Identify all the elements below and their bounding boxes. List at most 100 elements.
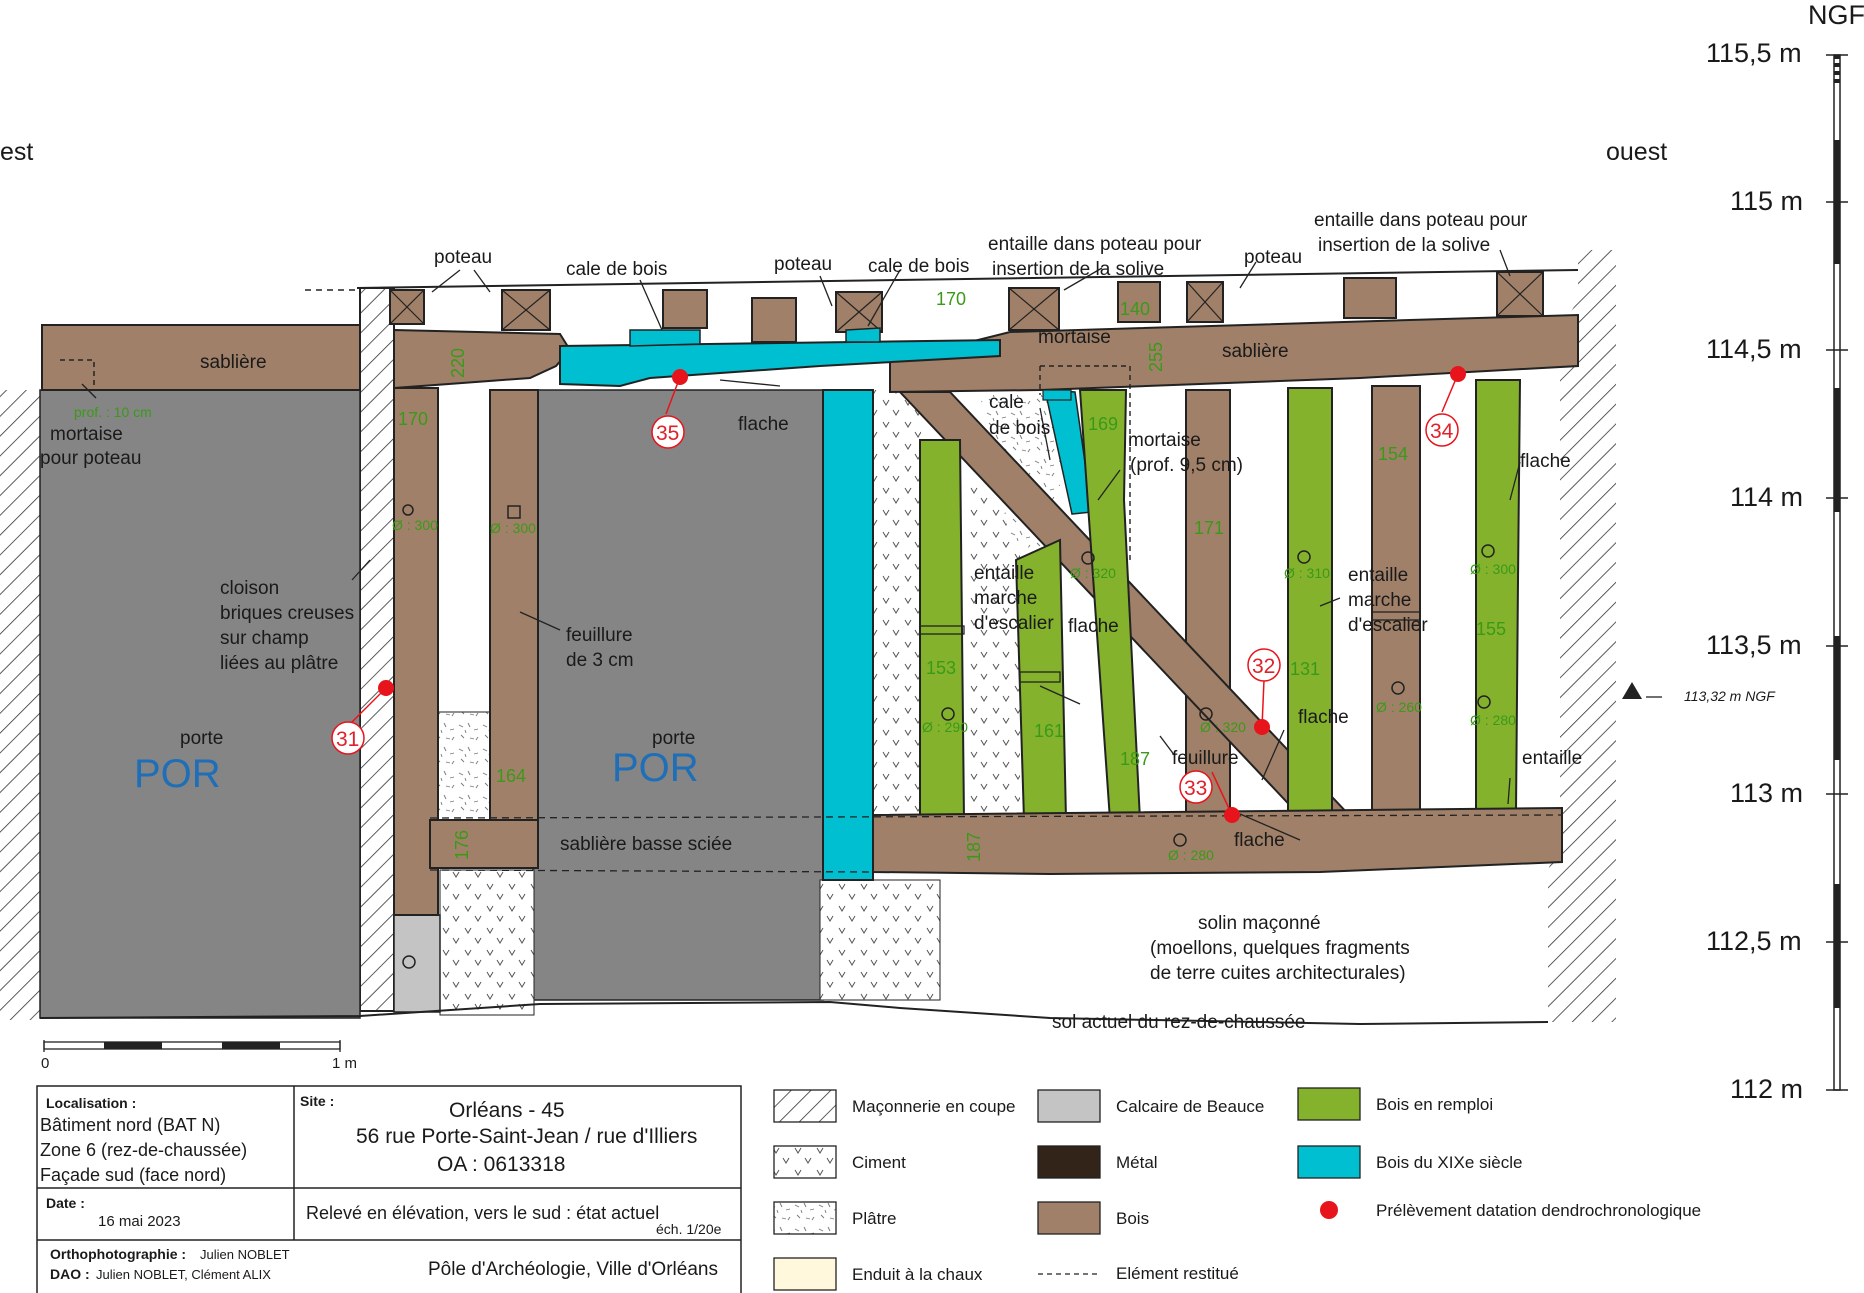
- masonry-partition: [359, 287, 395, 1012]
- sample-34: 34: [1430, 420, 1454, 443]
- cart-echelle: éch. 1/20e: [656, 1221, 722, 1237]
- legend-enduit: Enduit à la chaux: [852, 1265, 983, 1284]
- beam-19c-horizontal: [559, 338, 1001, 388]
- scale-start: 0: [41, 1055, 49, 1072]
- timber-num-161: 161: [1034, 721, 1064, 741]
- label-feuillure-2: feuillure: [1172, 748, 1239, 769]
- label-entaille-marche-1c: d'escalier: [974, 613, 1054, 634]
- ngf-level-114: 114 m: [1730, 482, 1803, 512]
- ngf-level-112: 112 m: [1730, 1074, 1803, 1104]
- label-entaille-marche-2b: marche: [1348, 590, 1411, 611]
- diameter-2: Ø : 300: [490, 520, 536, 536]
- wood-posts: [393, 385, 1421, 916]
- legend-restitue: Elément restitué: [1116, 1264, 1239, 1283]
- diameter-5: Ø : 300: [1470, 561, 1516, 577]
- label-cloison-b: briques creuses: [220, 603, 354, 624]
- cart-localisation-1: Bâtiment nord (BAT N): [40, 1115, 220, 1135]
- ciment-zone-2: [873, 390, 921, 820]
- sabliere-basse-right: [872, 806, 1563, 876]
- label-cloison-c: sur champ: [220, 628, 309, 649]
- label-flache-4: flache: [1520, 451, 1571, 472]
- cart-site-2: 56 rue Porte-Saint-Jean / rue d'Illiers: [356, 1125, 697, 1148]
- label-cale-bois-3a: cale: [989, 392, 1024, 413]
- legend-ciment: Ciment: [852, 1153, 906, 1172]
- cart-dao-label: DAO :: [50, 1266, 90, 1282]
- ngf-level-113: 113 m: [1730, 778, 1803, 808]
- label-entaille-poteau-1a: entaille dans poteau pour: [988, 234, 1202, 255]
- timber-num-176: 176: [452, 830, 472, 860]
- door-center: [532, 389, 824, 1001]
- sample-32: 32: [1252, 655, 1275, 678]
- ciment-zone-1: [439, 869, 535, 1016]
- diameter-9: Ø : 280: [1470, 712, 1516, 728]
- label-sol-actuel: sol actuel du rez-de-chaussée: [1052, 1012, 1305, 1033]
- label-por-2: POR: [612, 746, 699, 790]
- timber-num-171: 171: [1194, 518, 1224, 538]
- cart-pole: Pôle d'Archéologie, Ville d'Orléans: [428, 1259, 718, 1280]
- diameter-8: Ø : 260: [1376, 699, 1422, 715]
- masonry-right: [1548, 250, 1616, 1022]
- legend-bois: Bois: [1116, 1209, 1149, 1228]
- sample-33: 33: [1184, 777, 1207, 800]
- label-sabliere-right: sablière: [1222, 341, 1289, 362]
- label-prof-10: prof. : 10 cm: [74, 404, 152, 420]
- label-flache-1: flache: [738, 414, 789, 435]
- label-feuillure-a: feuillure: [566, 625, 633, 646]
- masonry-left: [0, 390, 40, 1020]
- ngf-level-1125: 112,5 m: [1706, 926, 1802, 956]
- label-feuillure-b: de 3 cm: [566, 650, 634, 671]
- label-cloison-d: liées au plâtre: [220, 653, 338, 674]
- ngf-level-1145: 114,5 m: [1706, 334, 1802, 364]
- cart-site-3: OA : 0613318: [437, 1153, 565, 1176]
- legend-dendro: Prélèvement datation dendrochronologique: [1376, 1201, 1701, 1220]
- cart-date-label: Date :: [46, 1195, 85, 1211]
- timber-num-169: 169: [1088, 414, 1118, 434]
- label-entaille-poteau-2b: insertion de la solive: [1318, 235, 1490, 256]
- label-mortaise-top: mortaise: [1038, 327, 1111, 348]
- door-left: [39, 389, 361, 1019]
- timber-num-170a: 170: [398, 409, 428, 429]
- ground-line: [39, 1000, 1549, 1026]
- ngf-marker-label: 113,32 m NGF: [1684, 688, 1776, 704]
- metric-scale-bar: [43, 1040, 341, 1052]
- diameter-3: Ø : 320: [1070, 565, 1116, 581]
- ciment-zone-3: [819, 879, 941, 1001]
- legend-calcaire: Calcaire de Beauce: [1116, 1097, 1264, 1116]
- ngf-marker-triangle: [1622, 682, 1642, 699]
- timber-num-154: 154: [1378, 444, 1408, 464]
- legend-metal: Métal: [1116, 1153, 1158, 1172]
- legend: [773, 1087, 1361, 1291]
- label-por-1: POR: [134, 752, 221, 796]
- sabliere-left-beam: [41, 324, 361, 391]
- cart-site-1: Orléans - 45: [449, 1099, 565, 1122]
- label-cale-bois-3b: de bois: [989, 418, 1050, 439]
- label-solin-b: (moellons, quelques fragments: [1150, 938, 1410, 959]
- label-cloison-a: cloison: [220, 578, 279, 599]
- timber-num-153: 153: [926, 658, 956, 678]
- timber-num-255: 255: [1146, 342, 1166, 372]
- label-entaille-marche-1a: entaille: [974, 563, 1034, 584]
- label-solin-a: solin maçonné: [1198, 913, 1321, 934]
- label-porte-2: porte: [652, 728, 695, 749]
- label-entaille-poteau-1b: insertion de la solive: [992, 259, 1164, 280]
- timber-num-187a: 187: [1120, 749, 1150, 769]
- limestone-block: [393, 914, 441, 1013]
- diameter-10: Ø : 280: [1168, 847, 1214, 863]
- label-flache-3: flache: [1298, 707, 1349, 728]
- label-poteau-2: poteau: [774, 254, 832, 275]
- label-entaille-poteau-2a: entaille dans poteau pour: [1314, 210, 1528, 231]
- cart-localisation-2: Zone 6 (rez-de-chaussée): [40, 1140, 247, 1160]
- scale-end: 1 m: [332, 1055, 357, 1072]
- ngf-level-1155: 115,5 m: [1706, 38, 1802, 68]
- legend-platre: Plâtre: [852, 1209, 896, 1228]
- platre-zone-1: [437, 711, 491, 821]
- label-poteau-1: poteau: [434, 247, 492, 268]
- timber-num-170b: 170: [936, 289, 966, 309]
- cart-localisation-label: Localisation :: [46, 1095, 136, 1111]
- ngf-title: NGF: [1808, 0, 1864, 30]
- label-porte-1: porte: [180, 728, 223, 749]
- cart-ortho-label: Orthophotographie :: [50, 1246, 186, 1262]
- timber-num-155: 155: [1476, 619, 1506, 639]
- cart-releve: Relevé en élévation, vers le sud : état …: [306, 1203, 659, 1223]
